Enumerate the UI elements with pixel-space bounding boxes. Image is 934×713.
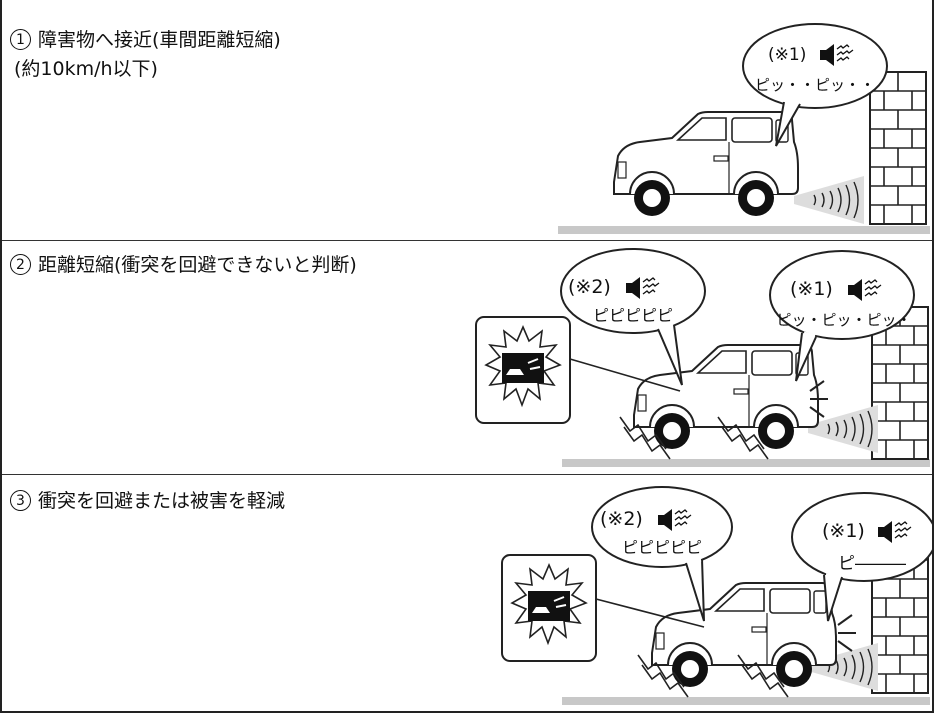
speech-bubble: (※1) ピッ・・ピッ・・ bbox=[742, 23, 888, 147]
speech-bubble: (※1) ピッ・ピッ・ピッ・ bbox=[769, 250, 915, 382]
bubble-sound: ピピピピピ bbox=[622, 538, 702, 557]
caption-text: 衝突を回避または被害を軽減 bbox=[38, 490, 286, 512]
panel-approach: 1 障害物へ接近(車間距離短縮) (約10km/h以下) (※1) ピッ・・ピッ・… bbox=[2, 0, 932, 240]
pointer-line bbox=[595, 598, 705, 628]
bubble-label: (※1) bbox=[822, 520, 865, 542]
bubble-label: (※1) bbox=[768, 45, 806, 65]
ground bbox=[562, 697, 930, 705]
bubble-sound: ピッ・ピッ・ピッ・ bbox=[776, 311, 911, 329]
brick-wall bbox=[869, 71, 927, 225]
sensor-waves bbox=[793, 175, 865, 225]
step-number: 1 bbox=[10, 29, 31, 50]
alert-marks bbox=[809, 380, 828, 418]
car bbox=[613, 111, 799, 217]
panel-2-caption: 2 距離短縮(衝突を回避できないと判断) bbox=[10, 251, 357, 280]
bubble-sound: ピッ・・ピッ・・ bbox=[755, 76, 875, 94]
step-number: 3 bbox=[10, 490, 31, 511]
step-number: 2 bbox=[10, 254, 31, 275]
speech-bubble: (※2) ピピピピピ bbox=[560, 248, 706, 386]
panel-collision-avoid: 3 衝突を回避または被害を軽減 (※2) ピピピピピ bbox=[2, 475, 932, 713]
caption-subtext: (約10km/h以下) bbox=[14, 58, 158, 80]
caption-text: 距離短縮(衝突を回避できないと判断) bbox=[38, 254, 357, 276]
bubble-sound: ピ――― bbox=[838, 554, 906, 574]
ground bbox=[562, 459, 930, 467]
collision-warning-icon bbox=[475, 316, 571, 424]
bubble-label: (※2) bbox=[568, 276, 611, 298]
car bbox=[651, 582, 837, 688]
bubble-label: (※1) bbox=[790, 278, 833, 300]
divider bbox=[2, 474, 932, 475]
speech-bubble: (※2) ピピピピピ bbox=[591, 486, 733, 622]
bubble-label: (※2) bbox=[600, 508, 643, 530]
scene-2: (※2) ピピピピピ (※1) ピッ・ピッ・ピッ・ bbox=[475, 248, 930, 467]
pointer-line bbox=[569, 358, 681, 392]
bubble-sound: ピピピピピ bbox=[593, 306, 673, 325]
scene-1: (※1) ピッ・・ピッ・・ bbox=[558, 23, 930, 234]
scene-3: (※2) ピピピピピ (※1) ピ――― bbox=[501, 486, 932, 705]
caption-text: 障害物へ接近(車間距離短縮) bbox=[38, 29, 281, 51]
speech-bubble: (※1) ピ――― bbox=[791, 492, 932, 622]
collision-warning-icon bbox=[501, 554, 597, 662]
panel-distance-reduced: 2 距離短縮(衝突を回避できないと判断) (※2) ピピピピピ bbox=[2, 241, 932, 474]
alert-marks bbox=[837, 614, 856, 652]
panel-3-caption: 3 衝突を回避または被害を軽減 bbox=[10, 487, 285, 516]
panel-1-caption: 1 障害物へ接近(車間距離短縮) (約10km/h以下) bbox=[10, 26, 281, 84]
divider bbox=[2, 240, 932, 241]
ground bbox=[558, 226, 930, 234]
